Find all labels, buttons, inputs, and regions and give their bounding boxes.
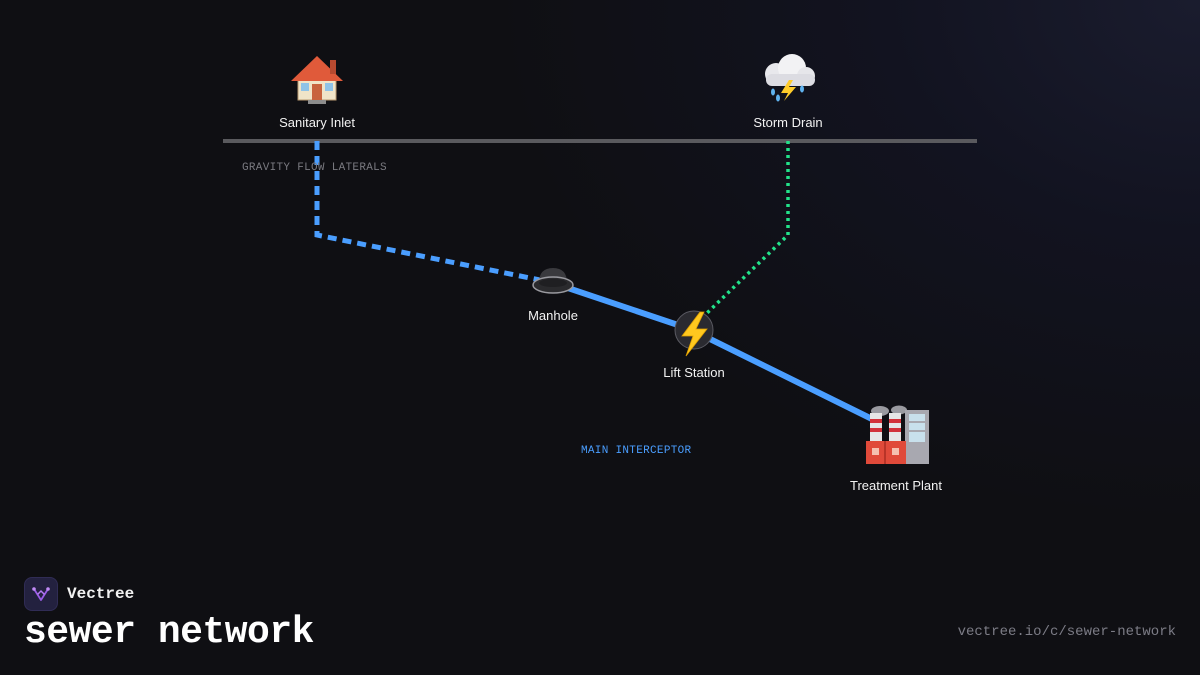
node-lift-station[interactable]: Lift Station <box>663 310 725 380</box>
node-treatment-plant[interactable]: Treatment Plant <box>850 405 942 494</box>
node-label: Treatment Plant <box>850 478 942 493</box>
node-label: Manhole <box>528 308 578 323</box>
node-label: Sanitary Inlet <box>279 115 355 130</box>
gravity-flow-label: GRAVITY FLOW LATERALS <box>242 162 387 174</box>
lightning-icon <box>674 310 714 357</box>
factory-icon <box>866 405 929 464</box>
edge-manhole-to-lift <box>561 283 679 328</box>
edge-storm-to-lift <box>704 141 790 316</box>
storm-cloud-icon <box>765 54 815 102</box>
brand-name: Vectree <box>67 585 135 603</box>
manhole-cover-icon <box>532 268 574 294</box>
page-title: sewer network <box>24 611 314 654</box>
edge-lift-to-plant <box>706 335 876 423</box>
vectree-logo-icon <box>24 577 58 611</box>
page-url[interactable]: vectree.io/c/sewer-network <box>957 624 1176 640</box>
node-storm-drain[interactable]: Storm Drain <box>753 54 823 130</box>
node-manhole[interactable]: Manhole <box>528 268 578 323</box>
node-sanitary-inlet[interactable]: Sanitary Inlet <box>279 56 355 130</box>
node-label: Lift Station <box>663 365 724 380</box>
main-interceptor-label: MAIN INTERCEPTOR <box>581 445 692 457</box>
edge-sanitary-to-manhole <box>314 141 541 283</box>
house-icon <box>291 56 343 104</box>
node-label: Storm Drain <box>753 115 822 130</box>
brand[interactable]: Vectree <box>24 577 134 611</box>
